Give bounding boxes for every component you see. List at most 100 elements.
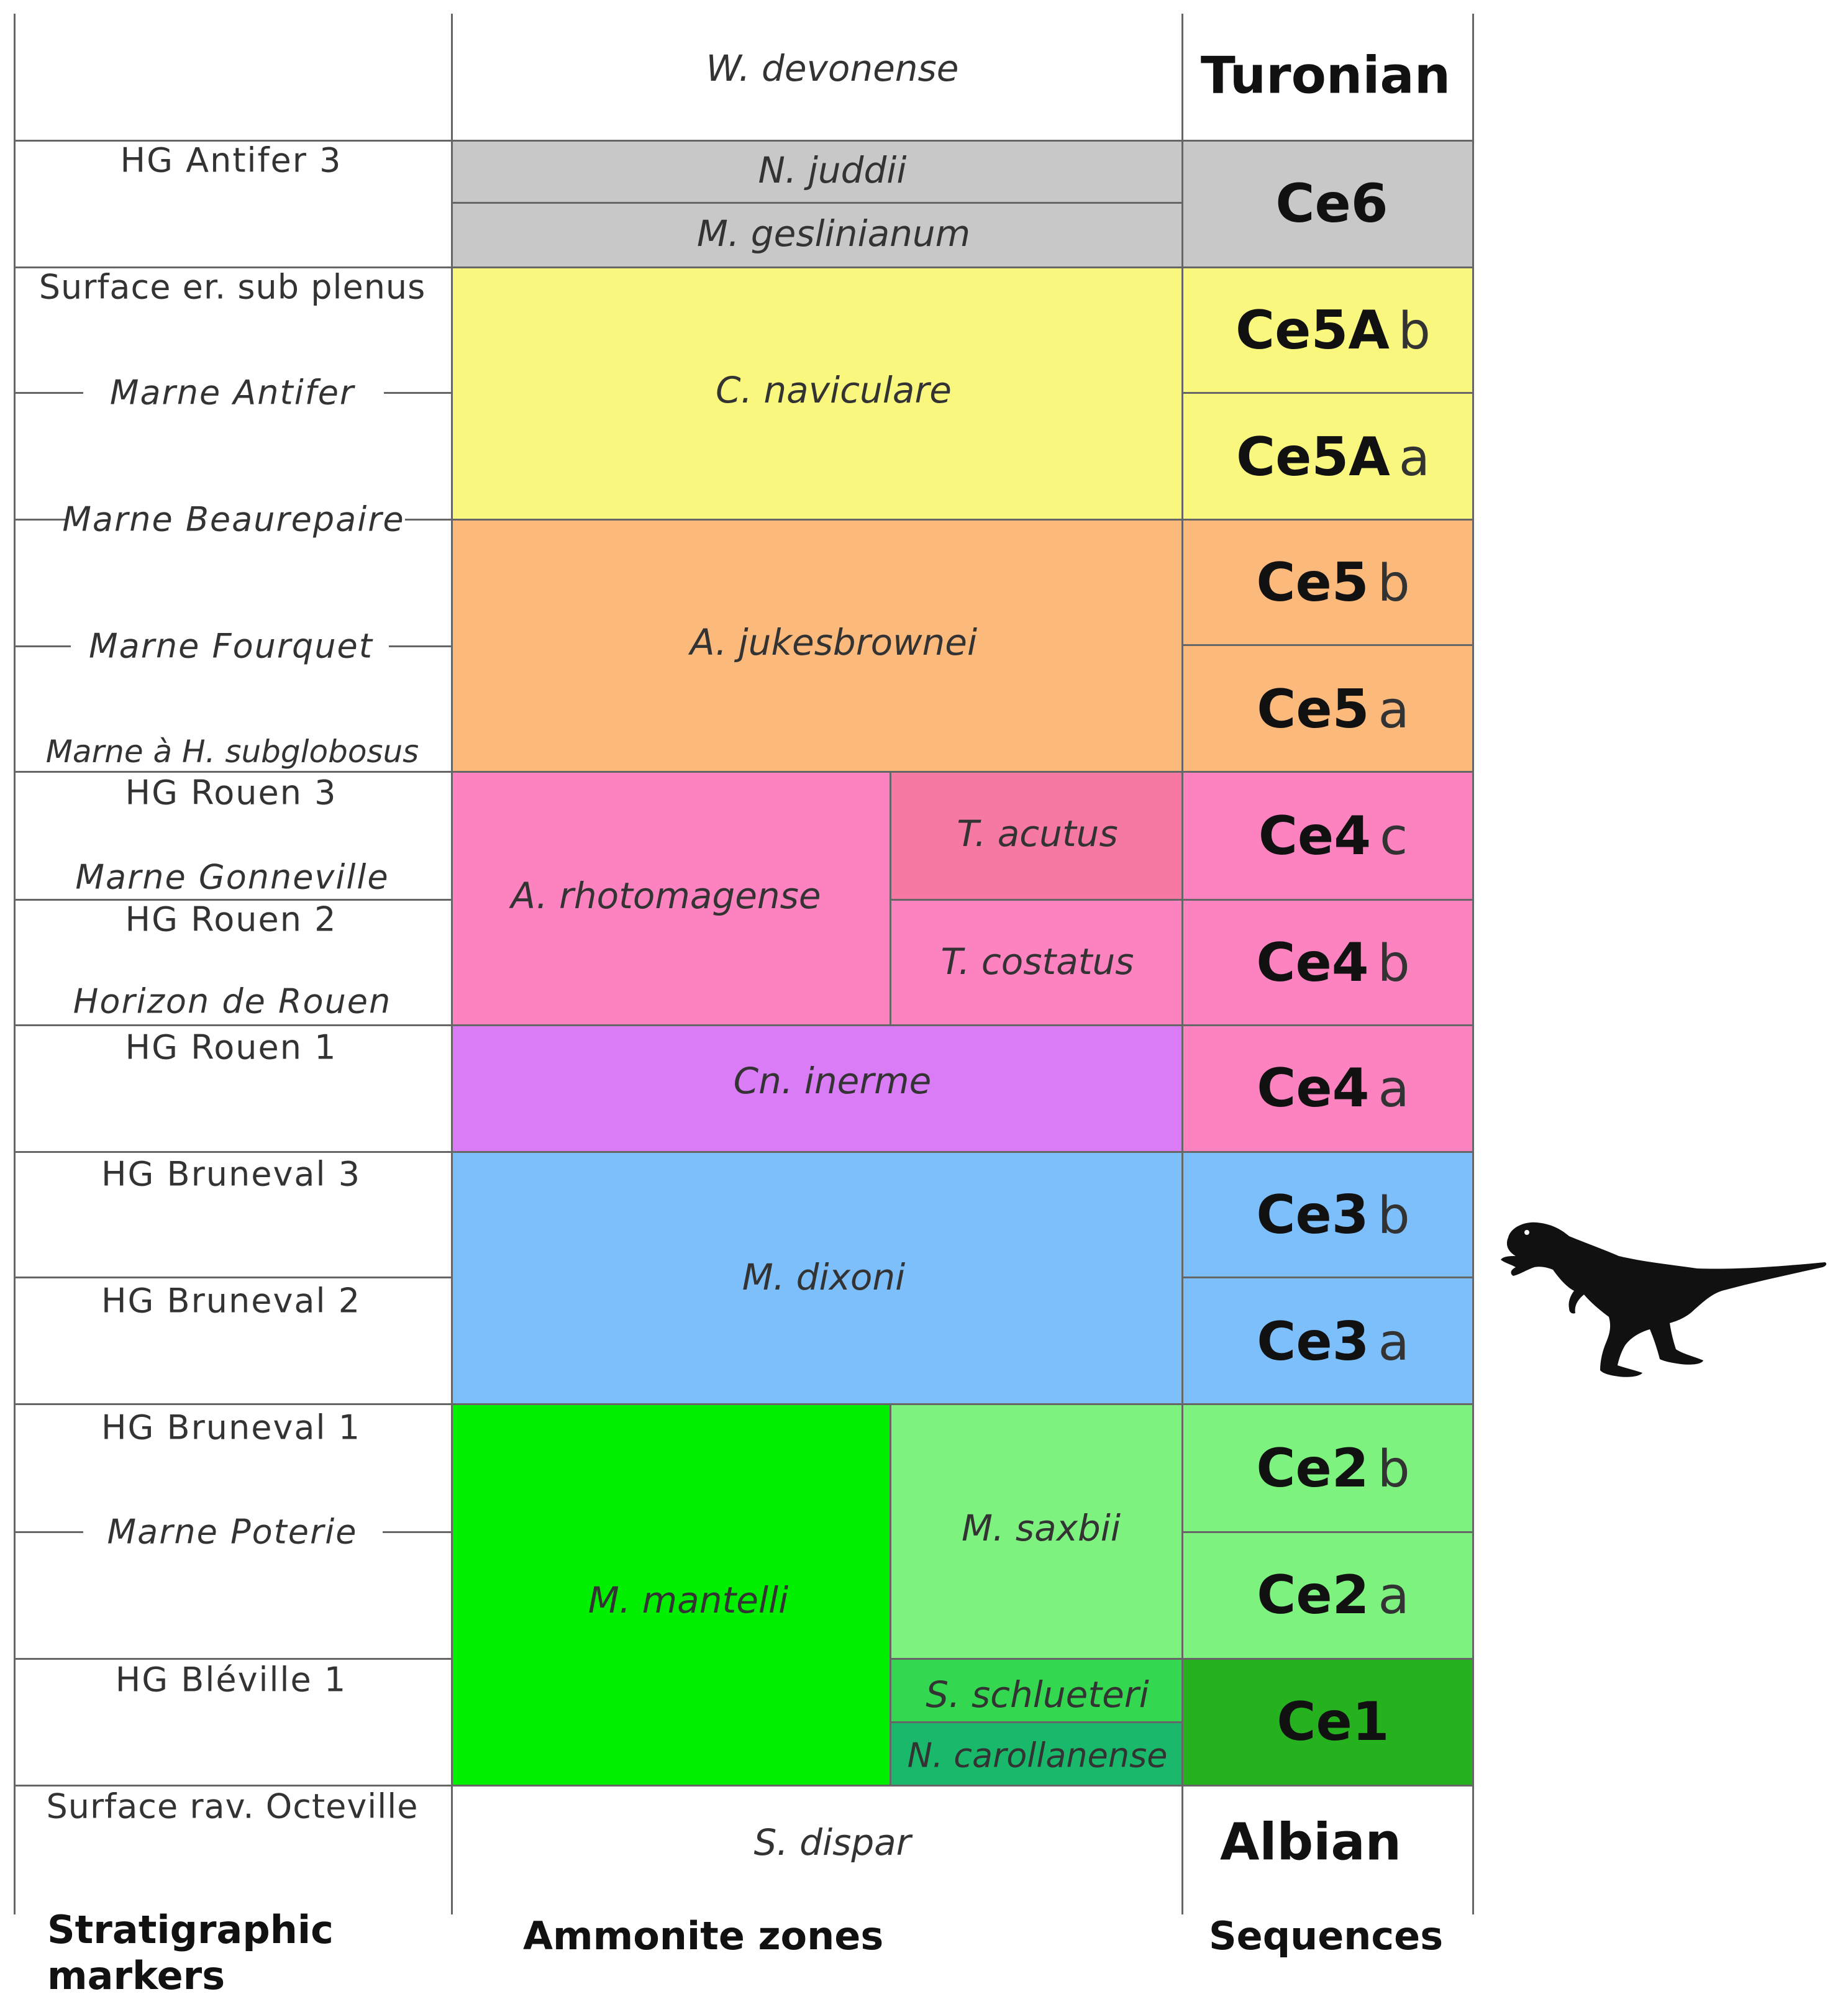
- tick-poterie-right: [383, 1531, 452, 1533]
- hline-1242: [14, 771, 1474, 773]
- seq-cell-ce4-c: [1183, 772, 1473, 899]
- seq-cell-ce2-a: [1183, 1532, 1473, 1659]
- tick-beaurepaire-left: [14, 519, 66, 521]
- hline-seq-2466: [1183, 1531, 1473, 1533]
- seq-ce1-text: Ce1: [1277, 1691, 1390, 1753]
- zone-cell-acutus: [891, 772, 1183, 899]
- marker-rouen3: HG Rouen 3: [125, 773, 337, 813]
- hline-marker-2670: [14, 1658, 452, 1660]
- zone-cell-schlueteri: [891, 1659, 1183, 1722]
- vline-zone-split-upper: [890, 772, 891, 1025]
- marker-octeville: Surface rav. Octeville: [46, 1787, 419, 1826]
- marker-rouen1: HG Rouen 1: [125, 1027, 337, 1067]
- seq-albian: Albian: [1220, 1813, 1401, 1872]
- header-stratigraphic-markers: Stratigraphic markers: [47, 1907, 334, 1999]
- zone-cell-costatus: [891, 899, 1183, 1025]
- zone-cell-juddii: [452, 140, 1183, 203]
- header-markers-line1: Stratigraphic: [47, 1907, 334, 1952]
- zone-cell-inerme: [452, 1025, 1183, 1152]
- zone-carolinense: N. carollanense: [907, 1736, 1168, 1775]
- marker-bruneval3: HG Bruneval 3: [101, 1154, 362, 1194]
- zone-dispar: S. dispar: [753, 1821, 911, 1864]
- zone-cell-rhotomagense: [452, 772, 891, 1025]
- seq-cell-ce5-b: [1183, 519, 1473, 645]
- vline-markers-right: [451, 14, 453, 1914]
- tick-fourquet-right: [389, 645, 452, 647]
- marker-marne-beaurepaire: Marne Beaurepaire: [62, 499, 405, 539]
- marker-marne-antifer: Marne Antifer: [109, 373, 355, 412]
- hline-2260: [14, 1403, 1474, 1405]
- marker-marne-subglobosus: Marne à H. subglobosus: [45, 734, 419, 770]
- seq-ce6: Ce6: [1275, 173, 1388, 235]
- hline-marker-2056: [14, 1277, 452, 1278]
- hline-zone-2772: [891, 1721, 1183, 1723]
- tick-beaurepaire-right: [405, 519, 452, 521]
- seq-cell-ce2-b: [1183, 1404, 1473, 1532]
- zone-cell-mantelli: [452, 1404, 891, 1785]
- marker-marne-poterie: Marne Poterie: [107, 1512, 358, 1552]
- seq-turonian-text: Turonian: [1200, 46, 1451, 106]
- hline-836: [452, 519, 1474, 521]
- hline-430: [14, 266, 1474, 268]
- tick-fourquet-left: [14, 645, 71, 647]
- seq-ce1: Ce1: [1277, 1691, 1389, 1753]
- hline-zone-seq-1448: [891, 899, 1473, 901]
- theropod-dinosaur-silhouette-icon: [1501, 1222, 1827, 1377]
- seq-cell-ce6: [1183, 140, 1473, 267]
- seq-cell-ce3-a: [1183, 1277, 1473, 1404]
- seq-cell-ce4-a: [1183, 1025, 1473, 1152]
- tick-antifer-right: [384, 392, 451, 394]
- seq-ce6-text: Ce6: [1275, 173, 1388, 235]
- header-sequences: Sequences: [1209, 1913, 1444, 1959]
- vline-zone-split-lower: [890, 1404, 891, 1785]
- zone-rhotomagense: A. rhotomagense: [511, 875, 821, 917]
- zone-jukesbrownei: A. jukesbrownei: [690, 621, 978, 663]
- hline-226: [14, 140, 1474, 142]
- seq-cell-ce4-b: [1183, 899, 1473, 1025]
- hline-1650: [14, 1024, 1474, 1026]
- marker-bruneval2: HG Bruneval 2: [101, 1281, 362, 1321]
- zone-geslinianum: M. geslinianum: [696, 212, 971, 255]
- marker-plenus: Surface er. sub plenus: [39, 267, 426, 307]
- marker-marne-gonneville: Marne Gonneville: [75, 857, 389, 897]
- zone-cell-saxbii: [891, 1404, 1183, 1659]
- hline-1854: [14, 1151, 1474, 1153]
- zone-naviculare: C. naviculare: [716, 369, 952, 411]
- hline-2874: [14, 1785, 1474, 1787]
- marker-bruneval1: HG Bruneval 1: [101, 1408, 362, 1447]
- vline-left: [14, 14, 16, 1914]
- zone-dixoni: M. dixoni: [742, 1256, 906, 1298]
- zone-cell-jukesbrownei: [452, 519, 1183, 772]
- zone-cell-dixoni: [452, 1152, 1183, 1404]
- header-markers-line2: markers: [47, 1953, 225, 1998]
- hline-seq-1038: [1183, 644, 1473, 646]
- zone-cell-geslinianum: [452, 203, 1183, 267]
- marker-antifer3: HG Antifer 3: [120, 140, 342, 180]
- marker-bleville1: HG Bléville 1: [115, 1660, 347, 1700]
- seq-albian-text: Albian: [1219, 1813, 1402, 1872]
- header-ammonite-zones: Ammonite zones: [523, 1913, 884, 1959]
- zone-devonense: W. devonense: [706, 47, 959, 89]
- tick-antifer-left: [14, 392, 83, 394]
- marker-rouen2: HG Rouen 2: [125, 899, 337, 939]
- hline-zone-juddii-gesl: [452, 202, 1183, 204]
- vline-right: [1472, 14, 1474, 1914]
- hline-marker-1448: [14, 899, 452, 901]
- marker-horizon-rouen: Horizon de Rouen: [73, 981, 392, 1021]
- zone-cell-carolinense: [891, 1722, 1183, 1785]
- seq-cell-ce3-b: [1183, 1152, 1473, 1277]
- seq-turonian: Turonian: [1201, 47, 1450, 106]
- zone-schlueteri: S. schlueteri: [926, 1673, 1149, 1716]
- seq-cell-ce1: [1183, 1659, 1473, 1785]
- zone-mantelli: M. mantelli: [588, 1579, 789, 1621]
